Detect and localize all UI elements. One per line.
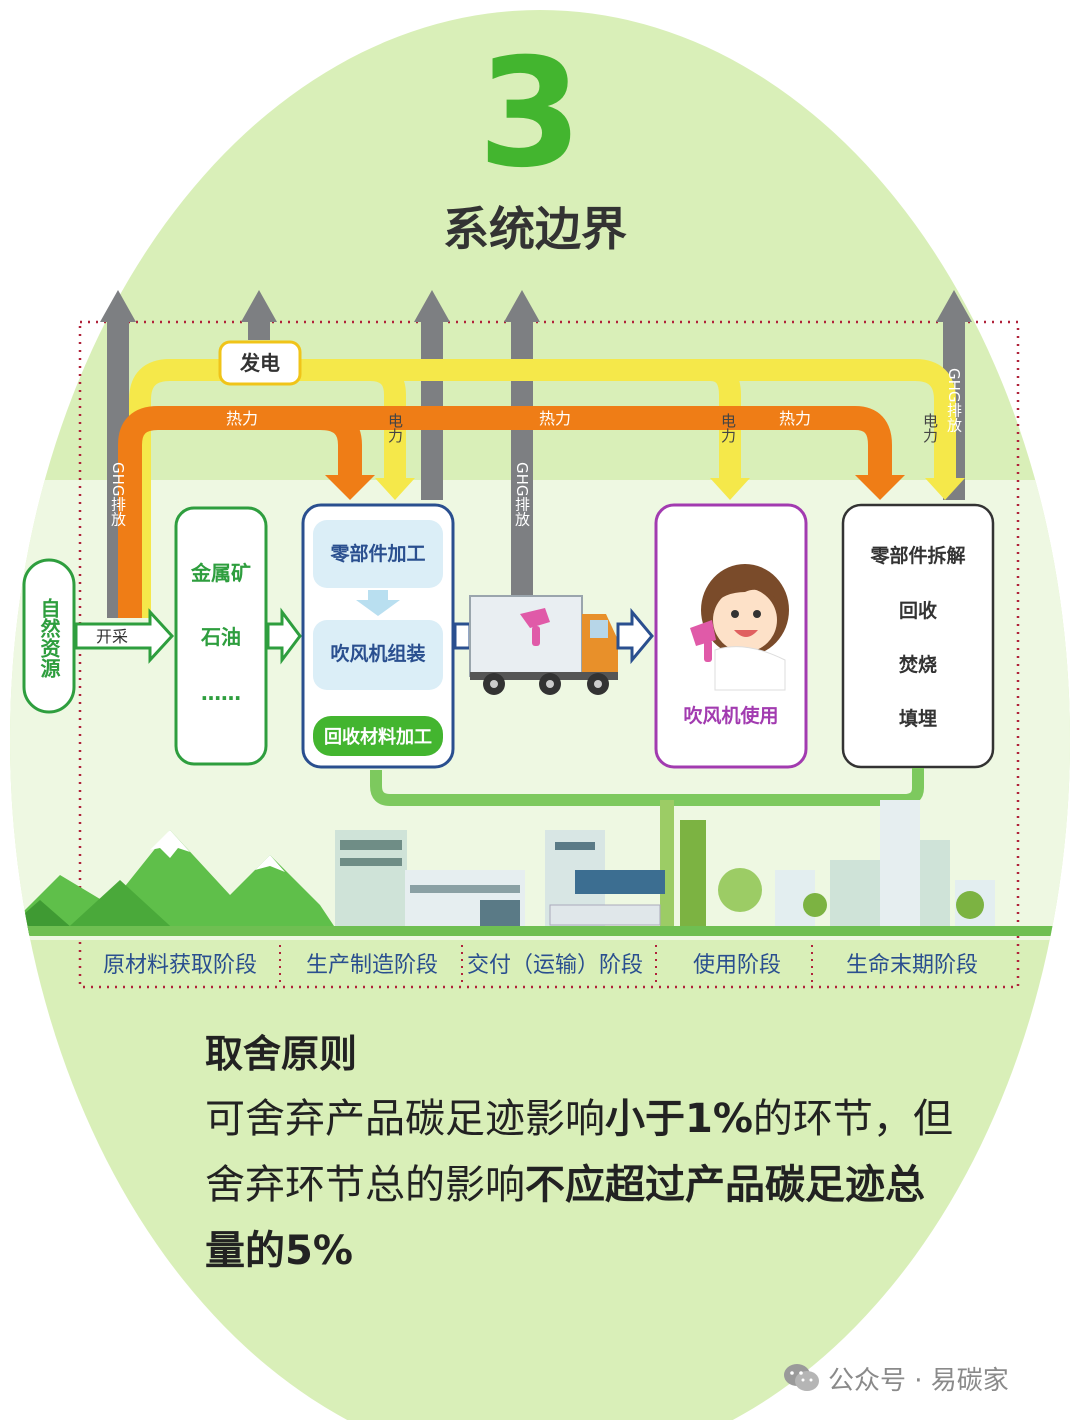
recycle-loop-arrow [370, 768, 924, 806]
dryer-assembly-label: 吹风机组装 [330, 642, 425, 665]
eol-landfill: 填埋 [899, 707, 937, 730]
raw-materials-box [174, 506, 268, 766]
end-of-life-box [841, 503, 995, 769]
dryer-assembly-box [313, 620, 443, 690]
principle-text-1b: 小于1% [605, 1096, 753, 1142]
heat-flow [118, 406, 905, 618]
recycled-material-label: 回收材料加工 [324, 726, 432, 748]
principle-text-2a: 舍弃环节总的影响 [205, 1162, 525, 1208]
raw-material-oil: 石油 [200, 625, 241, 649]
natural-resources-box [22, 558, 76, 714]
stage-label-use: 使用阶段 [693, 953, 781, 978]
principle-text-1c: 的环节，但 [752, 1096, 953, 1142]
power-flow [129, 359, 965, 618]
stage-label-end-of-life: 生命末期阶段 [846, 953, 978, 978]
principle-line-1: 可舍弃产品碳足迹影响小于1%的环节，但 [205, 1086, 965, 1152]
principle-text-2b: 不应超过产品碳足迹总 [525, 1162, 925, 1208]
section-number: 3 [478, 27, 582, 201]
power-generation-box [218, 340, 302, 386]
delivery-truck-icon [453, 595, 618, 695]
wechat-icon [784, 1364, 819, 1391]
industry-city-illustration [10, 800, 1070, 936]
arrow-raw-to-production [266, 607, 302, 665]
mining-label: 开采 [96, 627, 128, 646]
watermark-text: 公众号 · 易碳家 [828, 1365, 1009, 1396]
section-title: 系统边界 [443, 202, 627, 256]
recycled-material-box [313, 716, 443, 756]
ghg-label-3: GHG排放 [945, 368, 963, 434]
stage-label-production: 生产制造阶段 [306, 953, 438, 978]
parts-processing-box [313, 520, 443, 588]
principle-line-3: 量的5% [205, 1218, 965, 1284]
principle-line-2: 舍弃环节总的影响不应超过产品碳足迹总 [205, 1152, 965, 1218]
girl-using-hair-dryer-icon [690, 564, 789, 691]
system-boundary-box [78, 320, 1020, 989]
arrow-truck-to-use [616, 607, 654, 665]
stage-label-delivery: 交付（运输）阶段 [467, 953, 643, 978]
mining-arrow [74, 608, 175, 664]
raw-material-more: …… [201, 681, 241, 705]
principle-text-1a: 可舍弃产品碳足迹影响 [205, 1096, 605, 1142]
stage-labels: 原材料获取阶段 生产制造阶段 交付（运输）阶段 使用阶段 生命末期阶段 [103, 945, 978, 982]
watermark: 公众号 · 易碳家 [782, 1358, 1009, 1398]
trade-off-principle: 取舍原则 可舍弃产品碳足迹影响小于1%的环节，但 舍弃环节总的影响不应超过产品碳… [205, 1022, 965, 1284]
power-label-1: 电力 [386, 413, 404, 444]
natural-resources-label: 自然资源 [37, 597, 61, 678]
ghg-label-2: GHG排放 [513, 462, 531, 528]
heat-label-1: 热力 [226, 409, 258, 428]
heat-label-3: 热力 [779, 409, 811, 428]
eol-recycle: 回收 [899, 599, 937, 622]
power-label-2: 电力 [719, 413, 737, 444]
raw-material-metal-ore: 金属矿 [190, 561, 251, 585]
use-stage-label: 吹风机使用 [683, 704, 778, 727]
power-label-3: 电力 [921, 413, 939, 444]
principle-text-3a: 量的5% [205, 1228, 353, 1274]
eol-incineration: 焚烧 [899, 654, 937, 676]
heat-label-2: 热力 [539, 409, 571, 428]
power-generation-label: 发电 [239, 351, 280, 375]
production-down-arrow [356, 590, 400, 616]
principle-heading: 取舍原则 [205, 1032, 358, 1076]
ghg-label-1: GHG排放 [109, 462, 127, 528]
ghg-arrow-2 [241, 290, 277, 340]
stage-label-raw-material: 原材料获取阶段 [103, 953, 257, 978]
parts-processing-label: 零部件加工 [329, 542, 425, 565]
eol-disassembly: 零部件拆解 [869, 544, 965, 567]
ghg-arrow-4 [504, 290, 540, 600]
